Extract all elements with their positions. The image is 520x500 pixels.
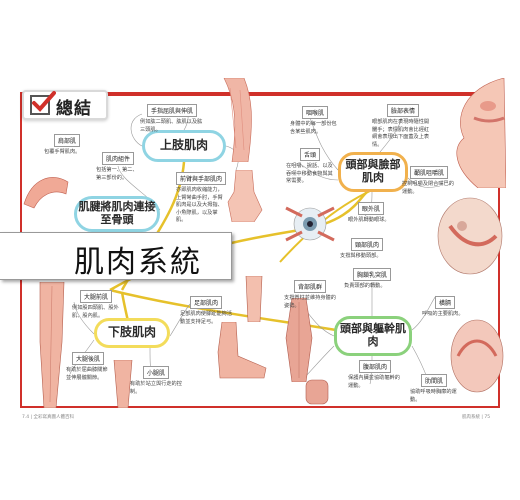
info-jaw: 顳肌咀嚼肌 控制咀嚼及閉合嘴巴的運動。 [402,166,456,196]
info-desc: 有助於站立與行走的控制。 [130,381,182,395]
info-label: 顳肌咀嚼肌 [409,166,448,179]
info-desc: 身體中的每一部份包含某些肌肉。 [290,121,337,135]
info-desc: 在咀嚼、說話、以及吞嚥中移動食物與其常需要。 [286,163,333,185]
info-neck: 頸部肌肉 支撐與移動頭部。 [340,238,394,261]
lower-limb-node: 下肢肌肉 [94,318,170,348]
muscle-system-banner: 肌肉系統 [0,232,232,280]
info-face-expression: 臉部表情 眼部肌肉在表現時隨性開闔手；表情肌肉會比經紅網會表現出下面蓋及上表情。 [372,104,434,149]
info-pharynx: 咽喉肌 身體中的每一部份包含某些肌肉。 [290,106,340,136]
info-desc: 支撐脊柱並維持身體的姿勢。 [284,295,336,309]
info-label: 橫膈 [434,296,455,309]
info-label: 肩部肌 [53,134,80,147]
info-label: 肋間肌 [420,374,447,387]
info-desc: 例如肱二頭肌、肱肌以及肱三頭肌。 [140,119,203,133]
info-desc: 例如股四頭肌、股外肌、股內肌。 [72,305,119,319]
info-hand-flexor: 手指屈肌與伸肌 例如肱二頭肌、肱肌以及肱三頭肌。 [140,104,204,134]
info-desc: 控制咀嚼及閉合嘴巴的運動。 [402,181,454,195]
info-desc: 亦即肌肉收縮能力，上臂彎曲手肘，手臂肌肉是以及大拇指、小魚際肌，以及掌肌。 [176,187,223,224]
info-label: 臉部表情 [386,104,419,117]
tendon-node: 肌腱將肌肉連接至骨頭 [74,196,160,232]
info-back: 背部肌群 支撐脊柱並維持身體的姿勢。 [284,280,336,310]
head-face-illustration [444,77,507,189]
info-desc: 眼部肌肉在表現時隨性開闔手；表情肌肉會比經紅網會表現出下面蓋及上表情。 [372,119,430,148]
info-thigh-front: 大腿前肌 例如股四頭肌、股外肌、股內肌。 [72,290,120,320]
info-intercostal: 肋間肌 協助呼吸時胸廓的運動。 [410,374,458,404]
lower-leg-illustration [110,359,136,409]
foot-illustration [214,321,268,380]
info-muscle-fiber: 肌肉組件 包括第一、第二、第三部份的。 [96,152,140,182]
info-deltoid: 肩部肌 包覆手臂肌肉。 [44,134,90,157]
info-label: 小腿肌 [142,366,169,379]
hand-illustration [224,169,264,223]
upper-limb-node: 上肢肌肉 [142,130,226,162]
info-foot: 足部肌肉 足部肌肉使腳趾能夠活動並支持足弓。 [180,296,232,326]
trunk-back-illustration [284,297,314,383]
info-forearm: 前臂與手部肌肉 亦即肌肉收縮能力，上臂彎曲手肘，手臂肌肉是以及大拇指、小魚際肌，… [176,172,227,225]
info-label: 大腿後肌 [71,352,104,365]
info-desc: 保護內臟並協助軀幹的運動。 [348,375,400,389]
footer-right: 肌肉系統 | 75 [462,415,491,420]
info-hamstring: 大腿後肌 有助於屈曲膝關節並伸展髖關節。 [66,352,110,382]
info-desc: 負責頭部的轉動。 [344,283,386,289]
info-label: 腹部肌肉 [358,360,391,373]
check-icon [30,91,56,115]
info-label: 舌頭 [299,148,320,161]
info-desc: 有助於屈曲膝關節並伸展髖關節。 [66,367,108,381]
summary-tag: 總結 [22,90,108,120]
info-label: 前臂與手部肌肉 [176,172,227,185]
diaphragm-illustration [448,316,506,396]
info-desc: 足部肌肉使腳趾能夠活動並支持足弓。 [180,311,232,325]
info-label: 頸部肌肉 [350,238,383,251]
info-desc: 包括第一、第二、第三部份的。 [96,167,138,181]
info-label: 大腿前肌 [79,290,112,303]
info-diaphragm: 橫膈 呼吸的主要肌肉。 [422,296,468,319]
head-face-node: 頭部與臉部肌肉 [338,152,408,192]
info-desc: 包覆手臂肌肉。 [44,149,81,155]
info-desc: 眼外肌轉動眼球。 [348,217,390,223]
head-trunk-node: 頭部與軀幹肌肉 [334,316,412,356]
info-abdomen: 腹部肌肉 保護內臟並協助軀幹的運動。 [348,360,402,390]
shin-illustration [242,275,266,323]
info-label: 肌肉組件 [101,152,134,165]
top-red-rule [96,92,496,96]
info-desc: 協助呼吸時胸廓的運動。 [410,389,457,403]
skull-face-illustration [430,196,506,282]
arm-illustration [214,77,262,163]
info-desc: 呼吸的主要肌肉。 [422,311,464,317]
info-label: 背部肌群 [293,280,326,293]
info-label: 咽喉肌 [301,106,328,119]
info-eye: 眼外肌 眼外肌轉動眼球。 [348,202,394,225]
summary-title: 總結 [56,99,92,119]
info-calf: 小腿肌 有助於站立與行走的控制。 [130,366,182,396]
footer-left: 7.4 | 全彩寫真圖人體百科 [22,415,75,420]
eye-muscle-illustration [282,198,338,250]
info-tongue: 舌頭 在咀嚼、說話、以及吞嚥中移動食物與其常需要。 [286,148,334,186]
bicep-illustration [22,168,72,210]
info-label: 胸鎖乳突肌 [352,268,391,281]
leg-illustration [34,281,68,409]
info-desc: 支撐與移動頭部。 [340,253,382,259]
intercostal-illustration [304,378,330,406]
info-label: 眼外肌 [357,202,384,215]
info-label: 足部肌肉 [189,296,222,309]
info-sternocleido: 胸鎖乳突肌 負責頭部的轉動。 [344,268,400,291]
banner-title: 肌肉系統 [74,245,202,280]
info-label: 手指屈肌與伸肌 [146,104,197,117]
